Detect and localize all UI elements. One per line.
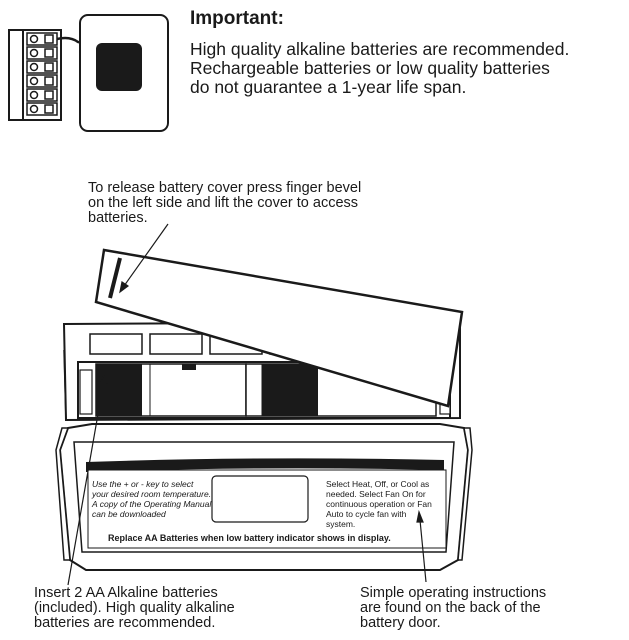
terminal-block [8, 29, 99, 121]
important-line: do not guarantee a 1-year life span. [190, 77, 467, 97]
door-label-bottom: Replace AA Batteries when low battery in… [108, 533, 391, 543]
door-label-left: Use the + or - key to select your desire… [91, 479, 212, 519]
door-label-left-line: A copy of the Operating Manual [91, 499, 212, 509]
door-label-right-line: needed. Select Fan On for [326, 489, 426, 499]
door-label-left-line: can be downloaded [92, 509, 166, 519]
door-label-left-line: your desired room temperature. [91, 489, 211, 499]
important-heading: Important: [190, 8, 284, 29]
door-label-right-line: system. [326, 519, 355, 529]
operating-instructions-callout: Simple operating instructions are found … [360, 586, 546, 631]
callout-line: battery door. [360, 615, 441, 631]
door-label-right: Select Heat, Off, or Cool as needed. Sel… [326, 479, 432, 529]
callout-line: Simple operating instructions [360, 585, 547, 601]
aa-battery-left [95, 363, 247, 417]
callout-line: To release battery cover press finger be… [88, 180, 362, 196]
insert-batteries-callout: Insert 2 AA Alkaline batteries (included… [34, 586, 235, 631]
callout-line: batteries. [88, 210, 148, 226]
callout-line: batteries are recommended. [34, 615, 216, 631]
door-label-right-line: Auto to cycle fan with [326, 509, 407, 519]
door-label-right-line: continuous operation or Fan [326, 499, 432, 509]
callout-line: are found on the back of the [360, 600, 541, 616]
callout-line: (included). High quality alkaline [34, 600, 235, 616]
door-label-right-line: Select Heat, Off, or Cool as [326, 479, 429, 489]
important-line: High quality alkaline batteries are reco… [190, 39, 570, 59]
important-note: High quality alkaline batteries are reco… [190, 40, 629, 97]
leader-lines [67, 223, 427, 586]
battery-door [55, 423, 473, 571]
battery-cover [94, 248, 464, 408]
callout-line: on the left side and lift the cover to a… [88, 195, 359, 211]
callout-line: Insert 2 AA Alkaline batteries [34, 585, 218, 601]
thermostat-front-icon [79, 14, 169, 132]
release-cover-callout: To release battery cover press finger be… [88, 181, 361, 226]
important-line: Rechargeable batteries or low quality ba… [190, 58, 550, 78]
door-label-left-line: Use the + or - key to select [92, 479, 194, 489]
